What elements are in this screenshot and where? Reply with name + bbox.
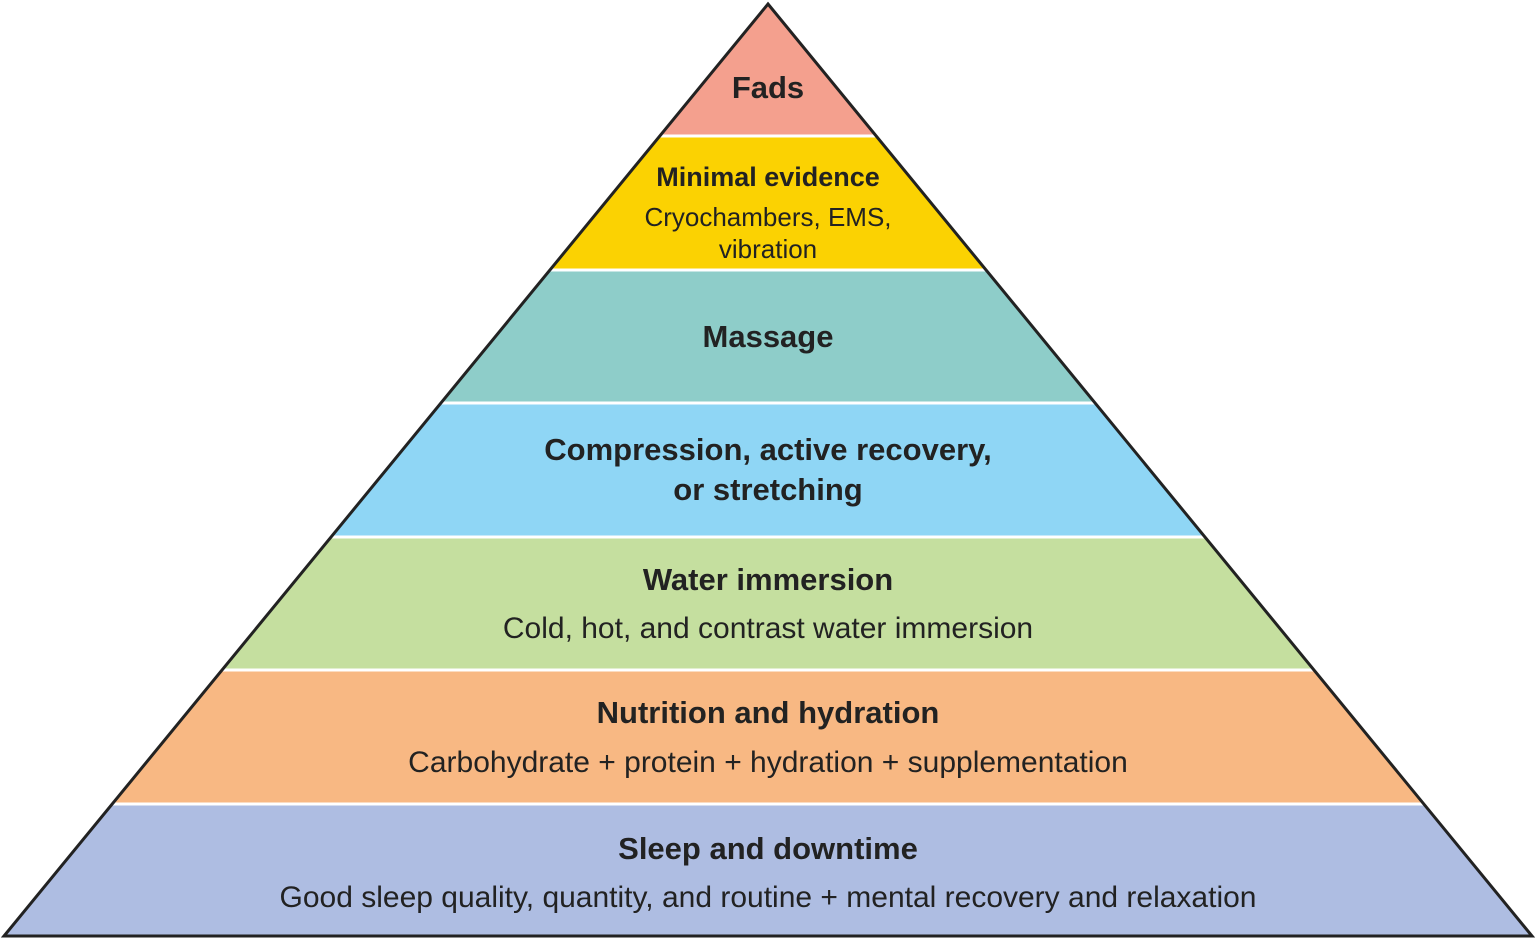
pyramid-tier-6 [112, 670, 1424, 804]
tier-subtitle: Good sleep quality, quantity, and routin… [280, 881, 1257, 914]
tier-title: or stretching [673, 472, 862, 507]
tier-title: Minimal evidence [656, 162, 880, 192]
pyramid-tier-2 [549, 136, 987, 270]
tier-title: Compression, active recovery, [544, 432, 991, 467]
pyramid-tier-4 [331, 403, 1205, 537]
pyramid-tier-5 [222, 537, 1314, 670]
pyramid-tiers [4, 4, 1532, 936]
tier-title: Sleep and downtime [618, 831, 918, 866]
tier-subtitle: Carbohydrate + protein + hydration + sup… [408, 746, 1128, 779]
pyramid-tier-1 [659, 4, 877, 136]
tier-subtitle: vibration [719, 234, 817, 264]
tier-subtitle: Cryochambers, EMS, [644, 202, 891, 232]
tier-subtitle: Cold, hot, and contrast water immersion [503, 612, 1033, 645]
tier-title: Water immersion [643, 562, 893, 597]
pyramid-dividers [112, 134, 1424, 806]
pyramid-tier-3 [440, 270, 1096, 403]
pyramid-tier-7 [4, 804, 1532, 936]
tier-title: Massage [703, 319, 834, 354]
tier-title: Nutrition and hydration [597, 695, 940, 730]
tier-title: Fads [732, 70, 804, 105]
